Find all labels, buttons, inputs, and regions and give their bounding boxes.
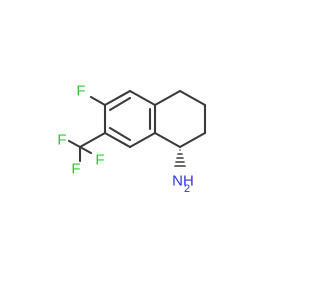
bond-sat-1 — [153, 89, 182, 107]
stereo-hashed-wedge — [174, 149, 186, 167]
bond-c-cf3 — [78, 131, 107, 149]
bond-sat-5 — [153, 131, 182, 149]
amine-subscript-label: 2 — [184, 183, 190, 195]
bond-sat-4 — [178, 131, 207, 149]
bond-c-f — [89, 95, 107, 107]
bond-ar-5-inner — [108, 126, 132, 142]
cf3-fluoro-2-label: F — [71, 161, 80, 178]
bond-cf3-f3 — [78, 145, 93, 155]
amine-group-label: NH 2 — [172, 173, 194, 196]
bond-ar-5 — [103, 131, 132, 149]
bond-ar-1 — [103, 89, 132, 107]
fluoro-atom-label: F — [76, 83, 85, 100]
bond-sat-2 — [178, 89, 207, 107]
cf3-fluoro-1-label: F — [57, 132, 66, 149]
amine-nh-label: NH — [172, 173, 194, 190]
bond-ar-2 — [128, 89, 157, 107]
bond-cf3-f1 — [67, 139, 82, 149]
cf3-fluoro-3-label: F — [95, 152, 104, 169]
bond-ar-1-inner — [108, 96, 132, 112]
molecule-structure: F F F F NH 2 — [57, 83, 207, 196]
bond-ar-4 — [128, 131, 157, 149]
